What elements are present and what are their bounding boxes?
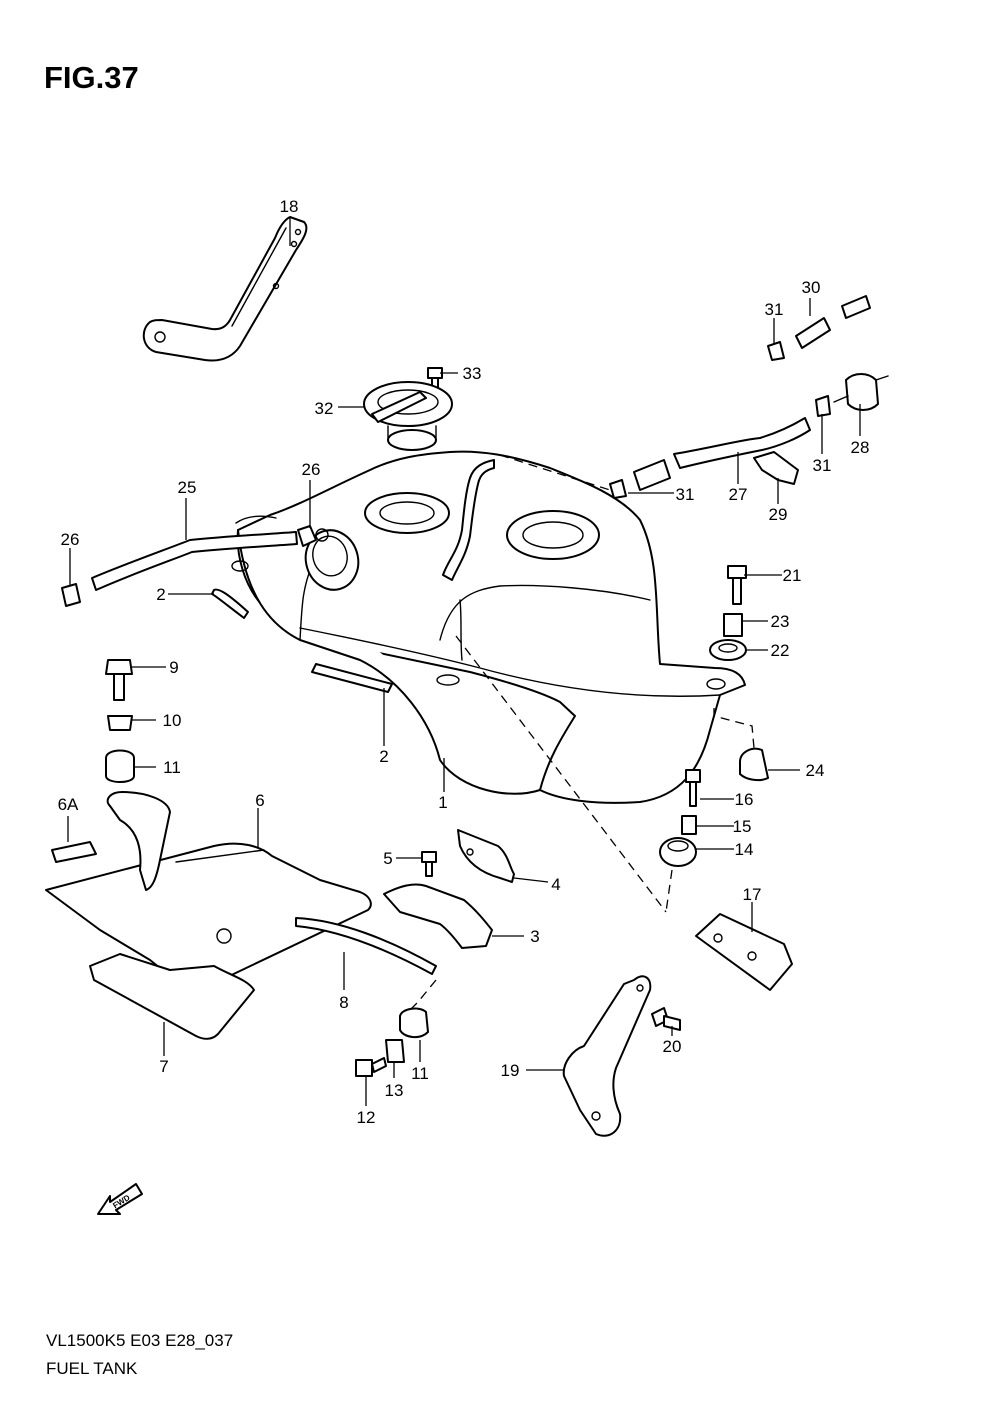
- part-20-bolt: [651, 1007, 681, 1031]
- callout-9: 9: [169, 658, 178, 677]
- callout-7: 7: [159, 1057, 168, 1076]
- callout-31-top: 31: [765, 300, 784, 319]
- callout-5: 5: [383, 849, 392, 868]
- leader-lines: [67, 218, 861, 1106]
- part-32-fuel-cap: [363, 381, 453, 451]
- part-26-clamp-right: [297, 525, 329, 547]
- callout-20: 20: [663, 1037, 682, 1056]
- fwd-arrow-icon: FWD: [97, 1183, 143, 1215]
- callout-33: 33: [463, 364, 482, 383]
- part-4-bracket: [457, 829, 515, 883]
- part-28-filter: [833, 373, 889, 411]
- callout-32: 32: [315, 399, 334, 418]
- callout-26-right: 26: [302, 460, 321, 479]
- callout-23: 23: [771, 612, 790, 631]
- part-18-bracket: [142, 216, 308, 362]
- part-17-plate: [695, 913, 793, 991]
- callout-3: 3: [530, 927, 539, 946]
- part-13-collar: [385, 1039, 405, 1063]
- part-15-collar: [681, 815, 697, 835]
- callout-12: 12: [357, 1108, 376, 1127]
- part-1-fuel-tank: [231, 450, 746, 804]
- part-23-collar: [723, 613, 743, 637]
- part-29-holder: [753, 451, 799, 485]
- callout-8: 8: [339, 993, 348, 1012]
- callout-13: 13: [385, 1081, 404, 1100]
- part-16-bolt: [685, 769, 701, 807]
- callout-27: 27: [729, 485, 748, 504]
- callout-15: 15: [733, 817, 752, 836]
- figure-title: FIG.37: [44, 60, 139, 95]
- part-14-grommet: [659, 837, 697, 867]
- callout-21: 21: [783, 566, 802, 585]
- callout-19: 19: [501, 1061, 520, 1080]
- callout-25: 25: [178, 478, 197, 497]
- part-2-pad-upper: [211, 588, 249, 619]
- callout-31-right: 31: [813, 456, 832, 475]
- callout-29: 29: [769, 505, 788, 524]
- part-6A-pad: [51, 841, 97, 863]
- callout-4: 4: [551, 875, 560, 894]
- callout-14: 14: [735, 840, 754, 859]
- part-7-heat-shield: [89, 953, 255, 1040]
- part-31-clamps: [609, 341, 831, 499]
- callout-1: 1: [438, 793, 447, 812]
- part-8-pad: [295, 917, 437, 975]
- callout-30: 30: [802, 278, 821, 297]
- part-21-bolt: [727, 565, 747, 605]
- part-6-cover: [45, 791, 372, 991]
- callout-2-lower: 2: [379, 747, 388, 766]
- callout-17: 17: [743, 885, 762, 904]
- part-5-bolt: [421, 851, 437, 877]
- callout-22: 22: [771, 641, 790, 660]
- part-22-grommet: [709, 639, 747, 661]
- figure-name: FUEL TANK: [46, 1359, 138, 1378]
- part-24-cushion: [739, 747, 769, 782]
- part-9-bolt: [105, 659, 133, 701]
- callout-11-lower: 11: [411, 1064, 429, 1083]
- part-19-bracket: [562, 975, 652, 1137]
- part-27-hose: [633, 417, 811, 491]
- callout-11-left: 11: [163, 758, 181, 777]
- part-12-bolt: [355, 1057, 387, 1077]
- model-code: VL1500K5 E03 E28_037: [46, 1331, 234, 1350]
- part-2-pad-lower: [311, 663, 393, 693]
- part-11-grommet-lower: [399, 1007, 429, 1038]
- part-25-hose: [91, 531, 298, 591]
- callout-6: 6: [255, 791, 264, 810]
- callout-10: 10: [163, 711, 182, 730]
- callout-26-left: 26: [61, 530, 80, 549]
- part-3-bracket: [383, 883, 493, 949]
- callout-16: 16: [735, 790, 754, 809]
- callout-6A: 6A: [58, 795, 79, 814]
- callout-18: 18: [280, 197, 299, 216]
- assembly-dashed-lines: [407, 454, 755, 1013]
- part-11-grommet-left: [105, 749, 135, 783]
- part-26-clamp-left: [61, 583, 81, 607]
- part-10-collar: [107, 715, 133, 731]
- part-30-hose-pieces: [795, 295, 871, 349]
- callout-31-left: 31: [676, 485, 695, 504]
- callout-28: 28: [851, 438, 870, 457]
- callout-2-upper: 2: [156, 585, 165, 604]
- callout-24: 24: [806, 761, 825, 780]
- callout-labels: 1 2 2 3 4 5 6 6A 7 8 9 10 11 11 12 13 14…: [58, 197, 870, 1127]
